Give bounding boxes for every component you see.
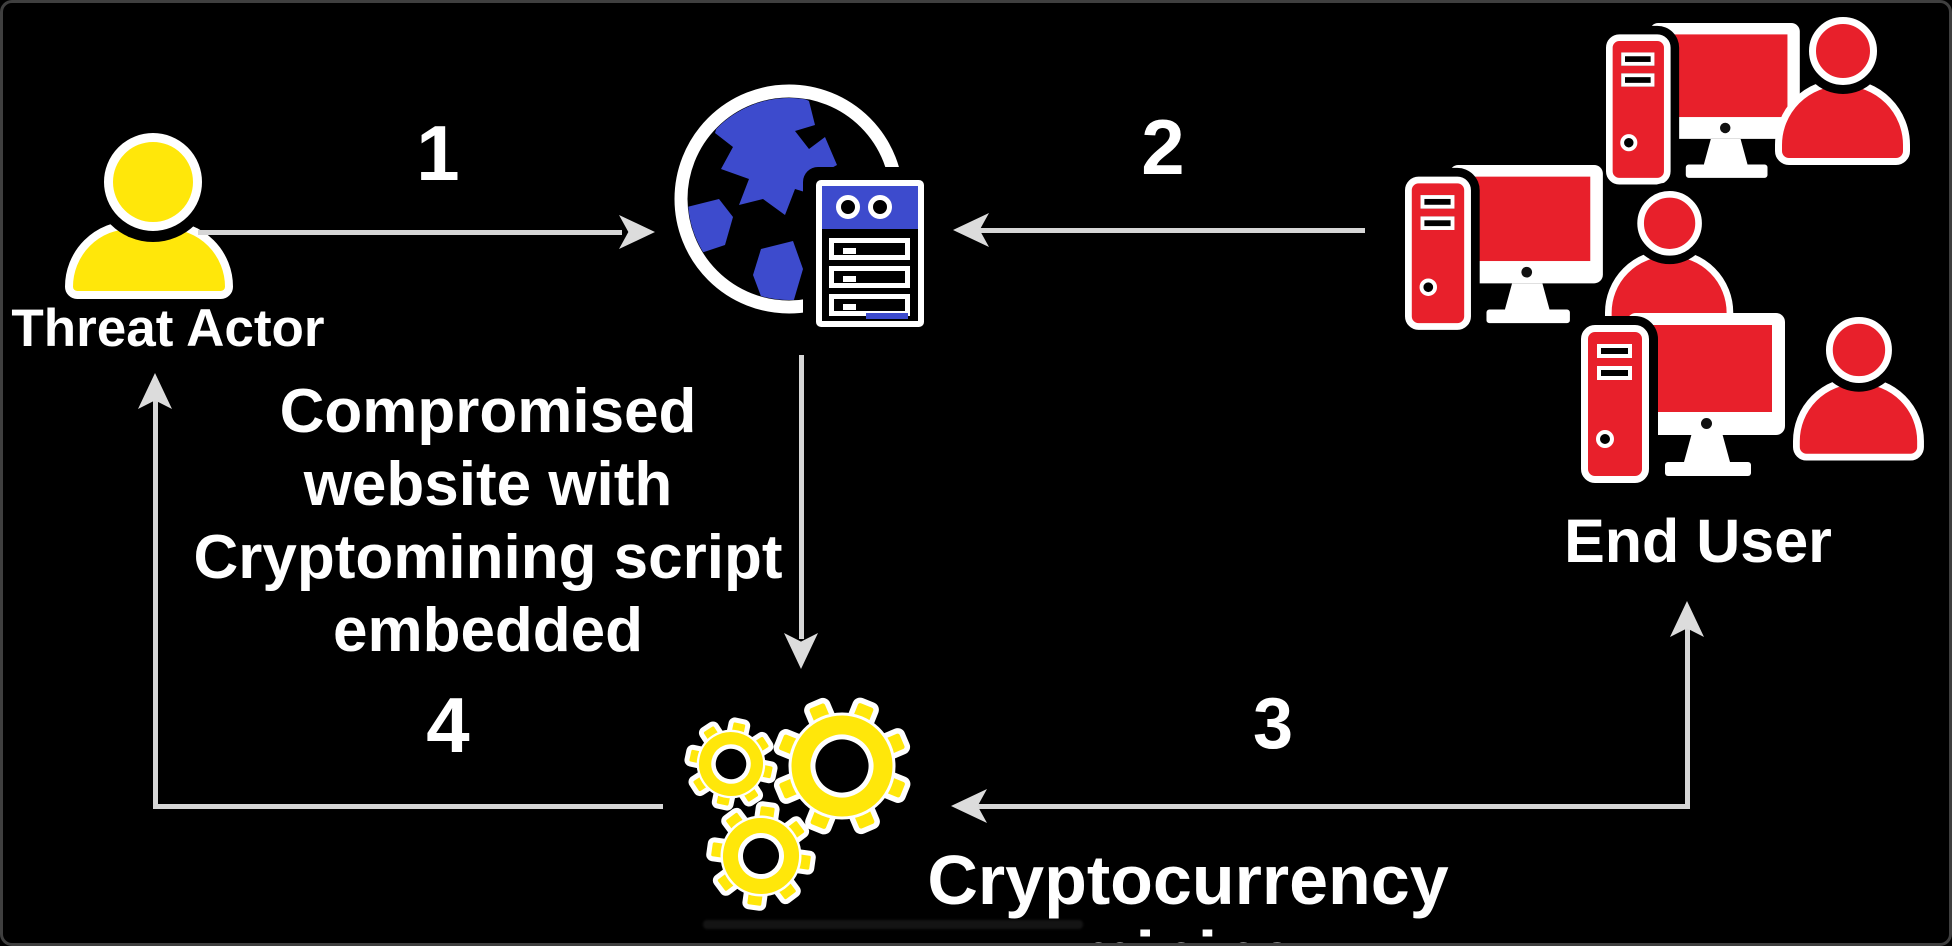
server-bay xyxy=(829,238,910,260)
arrow-4-horizontal-line xyxy=(155,804,663,809)
arrow-4-vertical-line xyxy=(153,395,158,809)
cryptomining-label: Cryptocurrency mining xyxy=(927,841,1449,943)
end-user-workstation-icon xyxy=(1581,313,1786,493)
end-user-person-icon xyxy=(1775,17,1910,167)
step-3-number: 3 xyxy=(1252,684,1294,764)
globe-icon xyxy=(674,84,904,314)
threat-actor-label: Threat Actor xyxy=(11,299,325,358)
step-2-number: 2 xyxy=(1141,103,1185,191)
end-user-person-icon xyxy=(1793,317,1924,463)
arrow-3-vertical-line xyxy=(1685,621,1690,809)
end-user-workstation-icon xyxy=(1405,165,1604,340)
arrow-2-line xyxy=(975,228,1365,233)
threat-actor-person-head-icon xyxy=(104,133,202,231)
artifact-smudge xyxy=(703,920,1083,929)
server-led-icon xyxy=(868,195,892,219)
arrow-3-horizontal-line xyxy=(975,804,1687,809)
step-1-number: 1 xyxy=(416,109,460,197)
arrow-1-line xyxy=(198,230,622,235)
compromised-website-note: Compromised website with Cryptomining sc… xyxy=(193,377,783,665)
gears-icon xyxy=(684,697,911,911)
website-to-mining-line xyxy=(799,355,804,639)
end-user-workstation-icon xyxy=(1606,23,1801,194)
end-user-label: End User xyxy=(1564,507,1832,575)
web-server-icon xyxy=(816,180,924,327)
server-led-icon xyxy=(836,195,860,219)
arrow-1-head-icon xyxy=(619,215,655,249)
server-foot xyxy=(866,313,908,319)
server-bay xyxy=(829,266,910,288)
step-4-number: 4 xyxy=(426,681,470,769)
